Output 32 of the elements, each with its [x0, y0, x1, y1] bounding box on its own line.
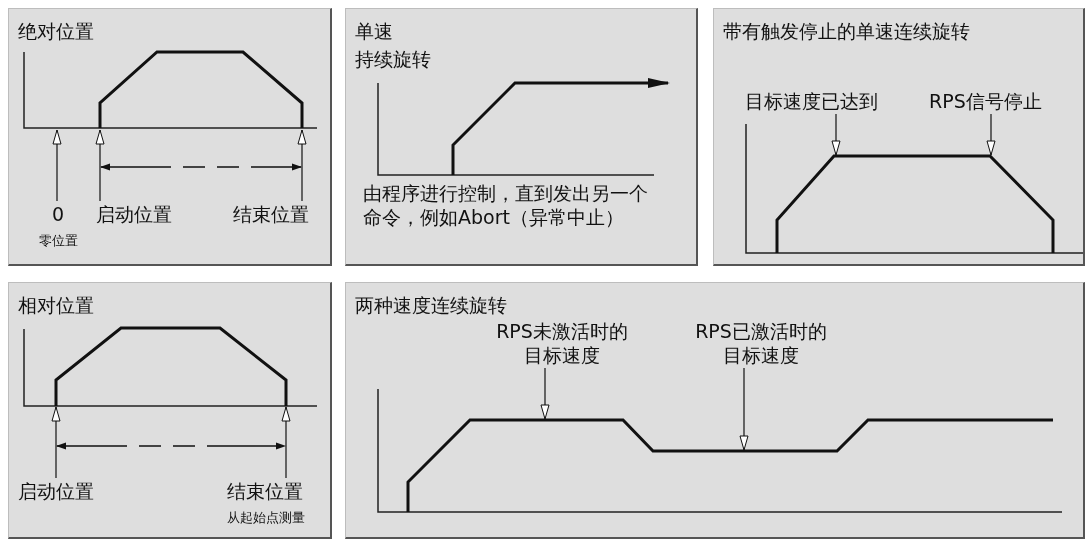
- note-text: 从起始点测量: [227, 509, 305, 527]
- axis-label: 启动位置: [96, 202, 172, 226]
- panel-title: 两种速度连续旋转: [355, 293, 507, 317]
- panel-title: 绝对位置: [18, 19, 94, 43]
- description-text: 由程序进行控制，直到发出另一个命令，例如Abort（异常中止）: [363, 181, 649, 229]
- leader-line: [986, 113, 996, 156]
- panel: [345, 282, 1085, 539]
- axis-label: RPS未激活时的目标速度: [495, 319, 629, 367]
- axis-label: RPS已激活时的目标速度: [694, 319, 828, 367]
- axis-label: 结束位置: [233, 202, 309, 226]
- panel: [713, 8, 1085, 266]
- leader-line: [281, 406, 291, 479]
- panel-title: 单速: [355, 19, 393, 43]
- axis-label: 目标速度已达到: [745, 89, 878, 113]
- axis-label: 0: [50, 202, 66, 226]
- leader-line: [831, 113, 841, 156]
- leader-line: [95, 129, 105, 202]
- leader-line: [52, 129, 62, 202]
- note-text: 零位置: [37, 232, 79, 250]
- leader-line: [540, 367, 550, 420]
- leader-line: [51, 406, 61, 479]
- axis-label: RPS信号停止: [929, 89, 1042, 113]
- panel-title: 带有触发停止的单速连续旋转: [723, 19, 970, 43]
- panel: [8, 8, 332, 266]
- leader-line: [739, 367, 749, 451]
- panel: [8, 282, 332, 539]
- axis-label: 启动位置: [18, 479, 94, 503]
- leader-line: [297, 129, 307, 202]
- axis-label: 结束位置: [227, 479, 304, 503]
- panel: [345, 8, 698, 266]
- panel-title: 持续旋转: [355, 47, 431, 71]
- panel-title: 相对位置: [18, 293, 94, 317]
